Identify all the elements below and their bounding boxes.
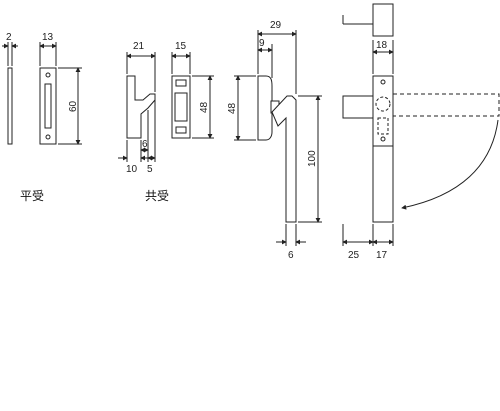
handle-side-group: 29 9 48 100 6 (227, 20, 322, 261)
dim-front-offset: 25 (348, 250, 360, 261)
handle-base-block (257, 75, 273, 141)
dim-shared-keeper-height: 48 (199, 101, 210, 113)
dim-flat-keeper-height: 60 (68, 100, 79, 112)
dim-shared-keeper-gap: 6 (142, 139, 148, 150)
shared-keeper-front-plate (171, 75, 191, 139)
front-rotation-arc (401, 119, 499, 210)
caption-flat-keeper: 平受 (20, 189, 44, 203)
handle-lever (271, 95, 297, 223)
handle-front-group: 18 25 17 (342, 3, 500, 261)
dim-handle-length: 100 (307, 150, 318, 167)
dim-shared-keeper-width: 15 (175, 41, 187, 52)
front-lever (372, 145, 394, 223)
shared-keeper-side-profile (126, 75, 156, 139)
front-base-screw (380, 136, 386, 142)
flat-keeper-slot (44, 83, 52, 129)
dim-shared-keeper-base: 10 (126, 164, 138, 175)
flat-keeper-screw-bottom (45, 134, 51, 140)
front-base-pivot (375, 96, 391, 112)
caption-shared-keeper: 共受 (145, 189, 169, 203)
front-knob (342, 95, 374, 119)
front-base-latch-outline (377, 117, 389, 135)
dim-flat-keeper-width: 13 (42, 32, 54, 43)
front-base-screw (380, 79, 386, 85)
dim-handle-base-height: 48 (227, 102, 238, 114)
dim-shared-keeper-depth: 21 (133, 41, 145, 52)
flat-keeper-front-plate (39, 67, 57, 145)
shared-keeper-front-window (174, 92, 188, 122)
dim-handle-depth: 29 (270, 20, 282, 31)
shared-keeper-group: 21 15 48 6 10 5 共受 (118, 41, 214, 203)
shared-keeper-front-top-tab (175, 79, 187, 87)
dim-handle-width: 6 (288, 250, 294, 261)
flat-keeper-side-view (7, 67, 13, 145)
front-rotated-lever (392, 93, 500, 117)
front-top-cap (372, 3, 394, 37)
dim-front-base-width: 17 (376, 250, 388, 261)
dim-handle-base-depth: 9 (259, 38, 265, 49)
flat-keeper-group: 2 13 60 平受 (2, 32, 82, 203)
dim-shared-keeper-lip: 5 (147, 164, 153, 175)
dim-front-width: 18 (376, 40, 388, 51)
shared-keeper-front-bottom-tab (175, 126, 187, 134)
dim-flat-keeper-thickness: 2 (6, 32, 12, 43)
flat-keeper-screw-top (45, 72, 51, 78)
